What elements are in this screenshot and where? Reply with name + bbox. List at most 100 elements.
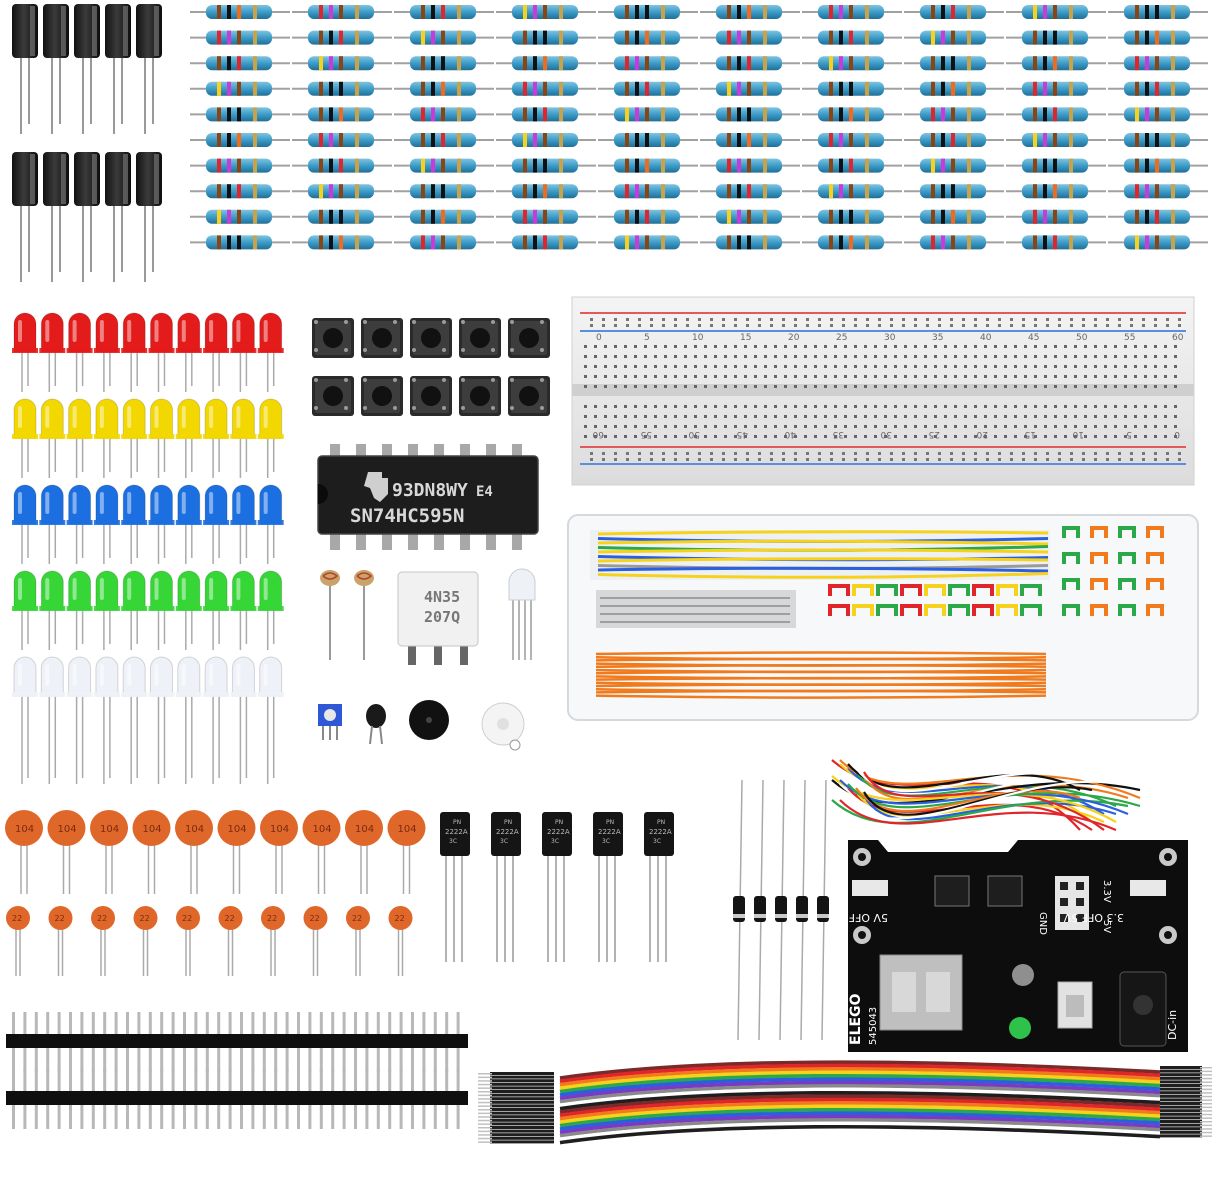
resistor (802, 158, 902, 173)
breadboard-hole (744, 355, 747, 358)
breadboard-hole (914, 385, 917, 388)
breadboard-hole (1094, 355, 1097, 358)
short-jumper (948, 604, 970, 616)
loose-wire (863, 795, 1117, 821)
breadboard-hole (684, 415, 687, 418)
breadboard-hole (904, 415, 907, 418)
breadboard-hole (684, 355, 687, 358)
ic-pin (460, 532, 470, 550)
ic-chip: 93DN8WY E4 SN74HC595N (317, 444, 539, 550)
transistor-label-1: PN (504, 819, 512, 826)
breadboard-top-number: 40 (980, 333, 992, 343)
diode (817, 779, 829, 1041)
rail-hole (794, 458, 797, 461)
orange-wire (595, 670, 1047, 675)
breadboard-hole (694, 375, 697, 378)
breadboard-hole (784, 385, 787, 388)
transistor-label-3: 3C (500, 838, 508, 845)
rail-hole (890, 458, 893, 461)
breadboard-hole (904, 435, 907, 438)
ceramic-large-label: 104 (58, 824, 77, 835)
breadboard-hole (1174, 345, 1177, 348)
rail-hole (914, 458, 917, 461)
rail-hole (662, 458, 665, 461)
breadboard-top-number: 50 (1076, 333, 1088, 343)
breadboard-hole (1034, 345, 1037, 348)
led (66, 656, 93, 784)
led (12, 312, 38, 392)
breadboard-hole (594, 385, 597, 388)
breadboard-hole (844, 425, 847, 428)
ceramic-capacitor-small: 22 (91, 906, 115, 976)
breadboard-hole (774, 385, 777, 388)
breadboard-hole (594, 405, 597, 408)
breadboard-hole (974, 385, 977, 388)
breadboard-hole (1074, 385, 1077, 388)
breadboard-hole (704, 435, 707, 438)
breadboard-hole (594, 375, 597, 378)
rail-hole (710, 324, 713, 327)
breadboard-hole (674, 435, 677, 438)
breadboard-hole (854, 345, 857, 348)
breadboard-hole (644, 375, 647, 378)
transistor-label-2: 2222A (649, 828, 672, 836)
breadboard-hole (974, 375, 977, 378)
breadboard-hole (924, 405, 927, 408)
breadboard-hole (944, 355, 947, 358)
tact-switch (459, 318, 501, 358)
rail-hole (698, 318, 701, 321)
led (121, 398, 148, 478)
breadboard-hole (754, 425, 757, 428)
breadboard-top-number: 25 (836, 333, 847, 343)
led (39, 484, 66, 564)
resistor (292, 235, 392, 250)
rail-hole (986, 458, 989, 461)
breadboard-hole (814, 385, 817, 388)
rail-hole (938, 318, 941, 321)
breadboard-hole (904, 375, 907, 378)
resistor (700, 133, 800, 147)
breadboard-hole (824, 405, 827, 408)
breadboard-hole (794, 385, 797, 388)
breadboard-hole (794, 435, 797, 438)
breadboard-hole (654, 365, 657, 368)
resistor (802, 235, 902, 250)
breadboard-hole (794, 415, 797, 418)
breadboard-hole (624, 345, 627, 348)
rail-hole (830, 452, 833, 455)
breadboard-hole (944, 415, 947, 418)
resistor (700, 107, 800, 122)
breadboard-hole (964, 355, 967, 358)
rail-hole (722, 452, 725, 455)
resistor (394, 209, 494, 224)
led (39, 656, 66, 784)
led (230, 312, 257, 392)
breadboard-hole (834, 415, 837, 418)
resistor (904, 209, 1004, 224)
breadboard-hole (964, 345, 967, 348)
breadboard-hole (1024, 415, 1027, 418)
breadboard-hole (1014, 345, 1017, 348)
breadboard-hole (784, 375, 787, 378)
breadboard-hole (984, 385, 987, 388)
tact-switch (410, 376, 452, 416)
breadboard-hole (1044, 365, 1047, 368)
resistor (598, 158, 698, 173)
breadboard-hole (604, 405, 607, 408)
breadboard-bottom-number: 40 (784, 429, 796, 439)
rail-hole (902, 324, 905, 327)
breadboard-hole (914, 435, 917, 438)
breadboard-hole (1114, 345, 1117, 348)
breadboard-hole (964, 435, 967, 438)
potentiometer (318, 704, 342, 740)
led (12, 570, 38, 650)
tact-switch (312, 376, 354, 416)
breadboard-hole (624, 425, 627, 428)
breadboard-hole (1164, 385, 1167, 388)
led (175, 484, 202, 564)
breadboard-hole (834, 345, 837, 348)
resistor (1108, 81, 1208, 96)
breadboard-hole (1154, 435, 1157, 438)
breadboard-hole (614, 385, 617, 388)
breadboard-hole (884, 405, 887, 408)
